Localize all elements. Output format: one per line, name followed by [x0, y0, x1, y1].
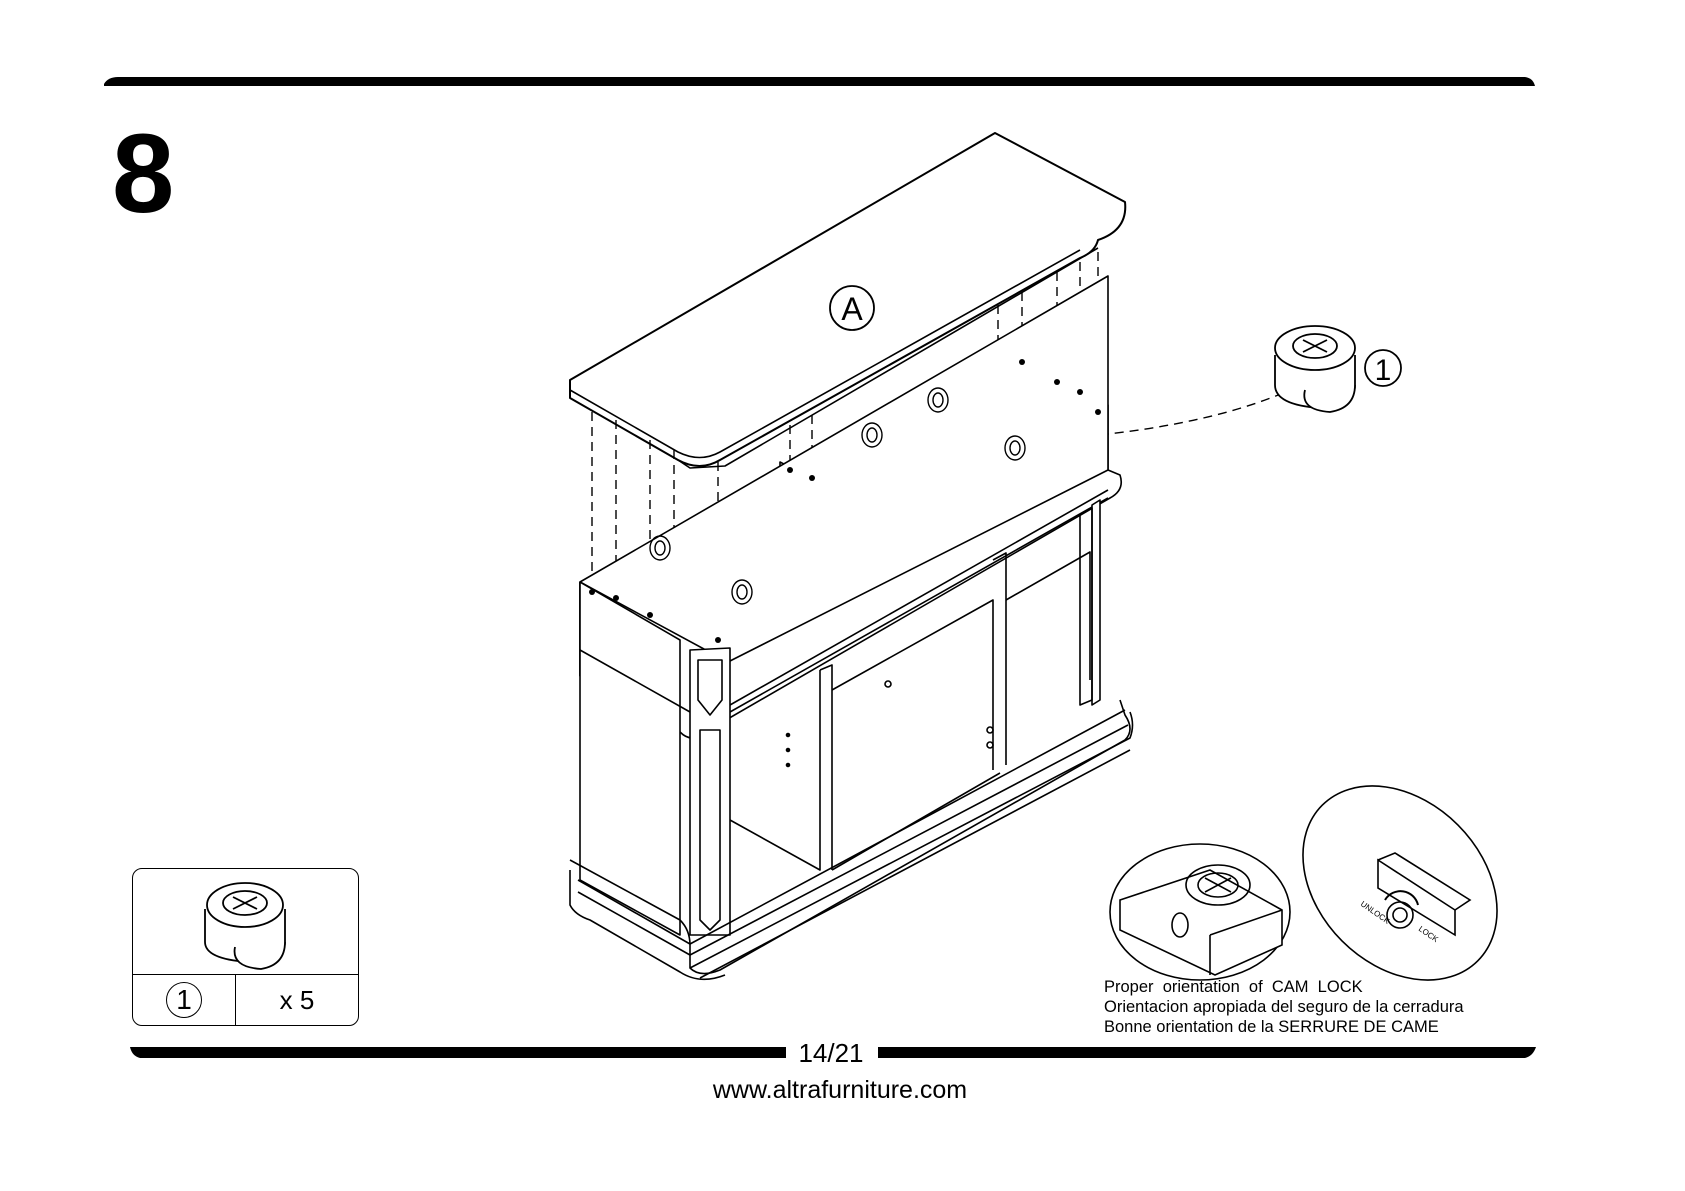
- footer-rule-left: [130, 1047, 788, 1058]
- panel-label-A: A: [830, 286, 874, 330]
- cam-lock-caption: Proper orientation of CAM LOCK Orientaci…: [1104, 977, 1464, 1037]
- page-number: 14/21: [786, 1038, 876, 1069]
- step-number: 8: [112, 118, 174, 230]
- cam-lock-part-icon: [193, 877, 303, 972]
- parts-box: 1 x 5: [132, 868, 359, 1026]
- website-link[interactable]: www.altrafurniture.com: [640, 1076, 1040, 1105]
- footer-rule-right: [878, 1047, 1536, 1058]
- cam-lock-callout-icon: [1275, 326, 1355, 412]
- callout-part-id-text: 1: [1375, 354, 1392, 387]
- caption-english: Proper orientation of CAM LOCK: [1104, 977, 1464, 997]
- part-id-cell: 1: [133, 975, 236, 1025]
- caption-spanish: Orientacion apropiada del seguro de la c…: [1104, 997, 1464, 1017]
- part-quantity: x 5: [236, 975, 358, 1025]
- parts-box-row: 1 x 5: [133, 974, 358, 1025]
- caption-french: Bonne orientation de la SERRURE DE CAME: [1104, 1017, 1464, 1037]
- callout-part-id: 1: [1365, 350, 1401, 387]
- part-id: 1: [166, 982, 202, 1018]
- header-rule: [104, 77, 1535, 86]
- panel-label-A-text: A: [841, 291, 863, 327]
